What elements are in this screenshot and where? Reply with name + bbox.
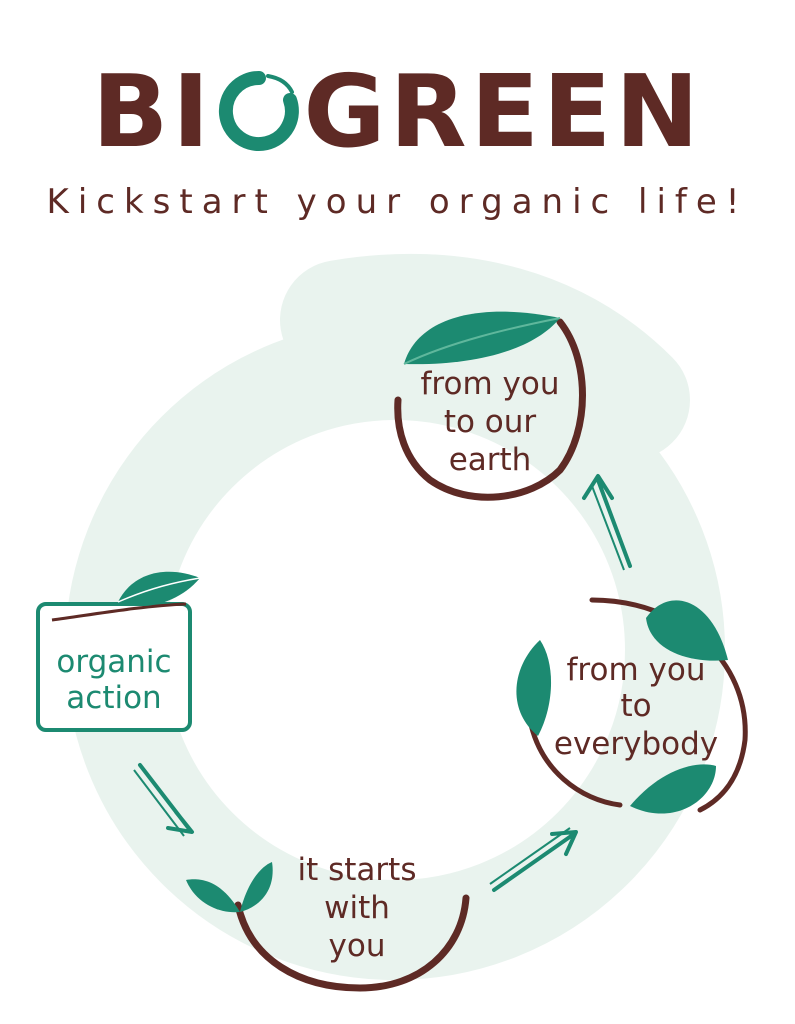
brand-o-leaf-icon: [218, 70, 299, 151]
leaf-icon: [630, 764, 716, 814]
brand-name-part-1: BI: [92, 53, 214, 170]
stage-it-starts-with-you: it starts with you: [186, 852, 470, 992]
arrow-to-stage-4: [582, 474, 632, 571]
stage-organic-action: organic action: [36, 571, 201, 732]
leaf-icon: [646, 600, 728, 661]
arrow-shaft-outline: [591, 485, 625, 571]
arrow-to-stage-3: [489, 827, 578, 892]
arrow-up-right-icon: [492, 830, 578, 892]
leaf-icon: [516, 640, 552, 736]
arrow-shaft-outline: [489, 827, 571, 885]
stage-4-line-1: from you: [421, 366, 560, 402]
arrow-shaft-outline: [133, 769, 185, 837]
brand-logo: BI GREEN: [0, 62, 795, 162]
stage-2-line-1: it starts: [298, 852, 417, 888]
stage-1-line-1: organic: [56, 644, 171, 680]
arrow-down-right-icon: [138, 763, 194, 834]
arrow-to-stage-2: [133, 763, 194, 837]
organic-action-stem: [51, 602, 187, 622]
leaf-icon: [118, 571, 200, 607]
stage-2-line-2: with: [324, 890, 390, 926]
stage-2-line-3: you: [329, 928, 386, 964]
stage-4-line-2: to our: [444, 404, 537, 440]
stage-4-line-3: earth: [449, 442, 532, 478]
stage-2-arc: [234, 894, 470, 992]
stage-from-you-to-our-earth: from you to our earth: [394, 311, 586, 501]
stage-3-line-3: everybody: [554, 726, 718, 762]
sprout-leaf-right-icon: [240, 862, 273, 912]
stage-from-you-to-everybody: from you to everybody: [516, 597, 748, 814]
stage-3-arc-left: [527, 717, 623, 808]
brand-name-part-2: GREEN: [303, 53, 703, 170]
stage-3-line-2: to: [620, 688, 651, 724]
sprout-leaf-left-icon: [186, 879, 240, 913]
stage-3-line-1: from you: [567, 652, 706, 688]
tagline: Kickstart your organic life!: [46, 182, 749, 222]
leaf-icon: [404, 311, 560, 365]
leaf-vein: [403, 317, 561, 365]
arrow-up-icon: [582, 474, 632, 568]
stage-4-arc: [394, 318, 586, 501]
stage-1-line-2: action: [66, 680, 161, 716]
leaf-vein: [117, 577, 201, 603]
organic-action-box: [36, 602, 192, 732]
